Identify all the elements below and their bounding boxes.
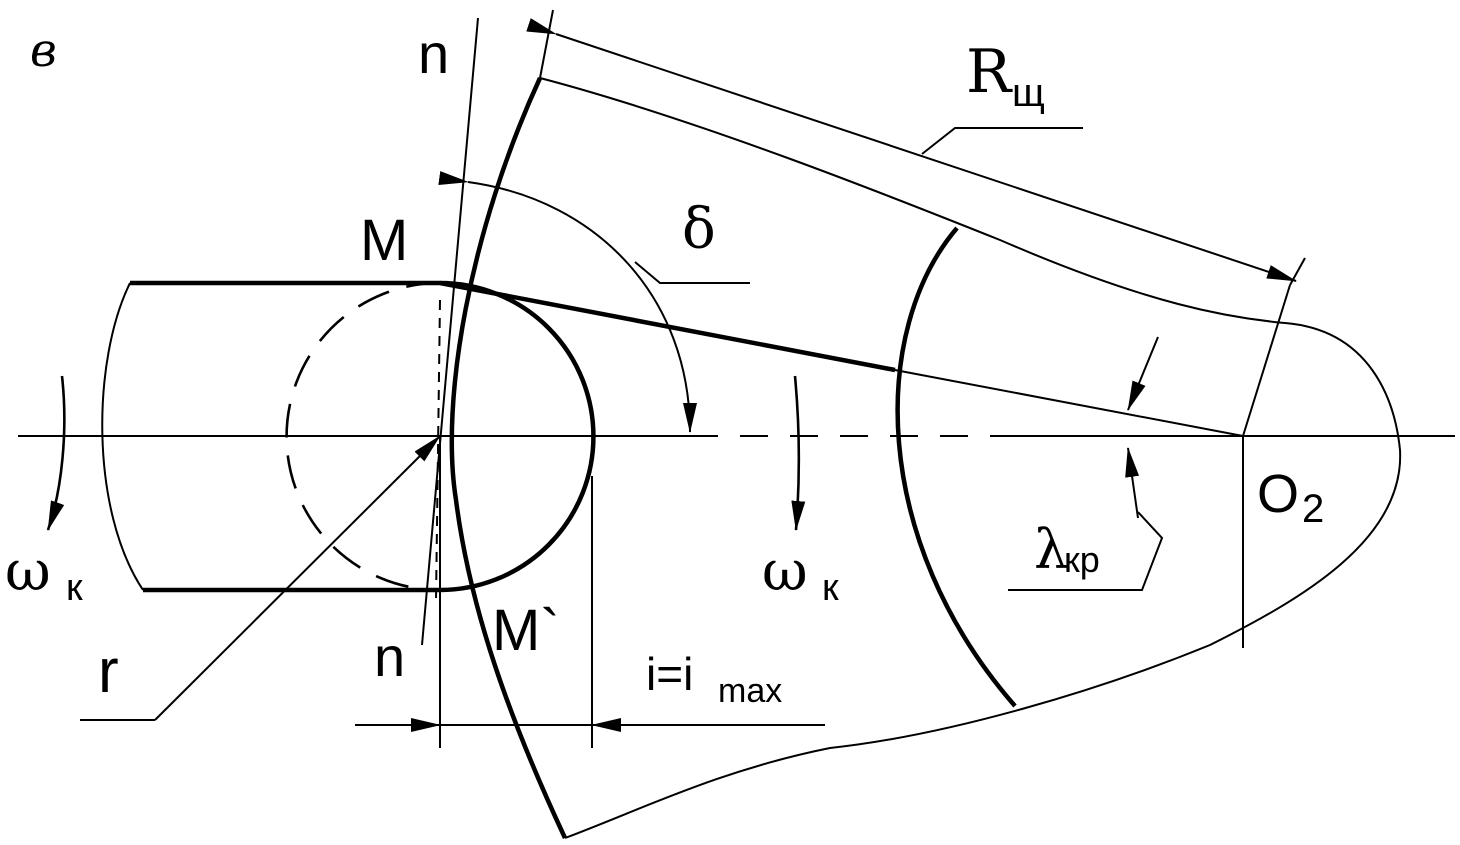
r-shch-leader <box>921 127 1083 155</box>
omega-right-sub: к <box>822 567 839 609</box>
r-shch-sub: щ <box>1012 71 1045 115</box>
lambda-arrow-top <box>1127 336 1159 411</box>
pin-circle-dashed <box>285 281 441 592</box>
o2-sub: 2 <box>1302 487 1324 531</box>
lambda-sub: кр <box>1064 539 1100 580</box>
omega-left-label: ω <box>5 539 51 604</box>
omega-right-label: ω <box>762 539 808 604</box>
omega-left-sub: к <box>66 567 83 609</box>
r-dimension-ext <box>1289 257 1306 286</box>
figure-letter: в <box>30 23 57 77</box>
point-m-label: M <box>360 208 408 273</box>
omega-left-arrow <box>46 375 66 531</box>
normal-label-bottom: n <box>374 625 405 688</box>
r-shch-label: R <box>966 37 1013 107</box>
o2-label: O <box>1257 464 1299 524</box>
point-m-prime-label: M` <box>492 598 560 663</box>
normal-label-top: n <box>418 22 449 85</box>
i-max-sub: max <box>718 672 782 710</box>
lambda-label: λ <box>1034 518 1068 581</box>
omega-right-arrow <box>791 375 806 531</box>
delta-arc <box>438 171 697 433</box>
lambda-arrow-bottom <box>1125 447 1140 519</box>
delta-label: δ <box>682 197 716 262</box>
wheel-inner-arc <box>895 226 1017 708</box>
crank-arm-line-thin <box>894 369 1244 437</box>
o2-radius-line <box>1242 284 1291 437</box>
delta-leader <box>634 261 750 284</box>
radius-r-label: r <box>98 637 119 706</box>
slot-top-extension <box>539 9 554 79</box>
i-max-label: i=i <box>646 648 693 700</box>
crank-left-contour <box>101 282 144 591</box>
lambda-leader <box>1008 511 1164 591</box>
r-shch-arrow-line <box>526 18 1297 282</box>
r-radius-arrow <box>154 435 441 721</box>
normal-line-n <box>421 17 479 646</box>
